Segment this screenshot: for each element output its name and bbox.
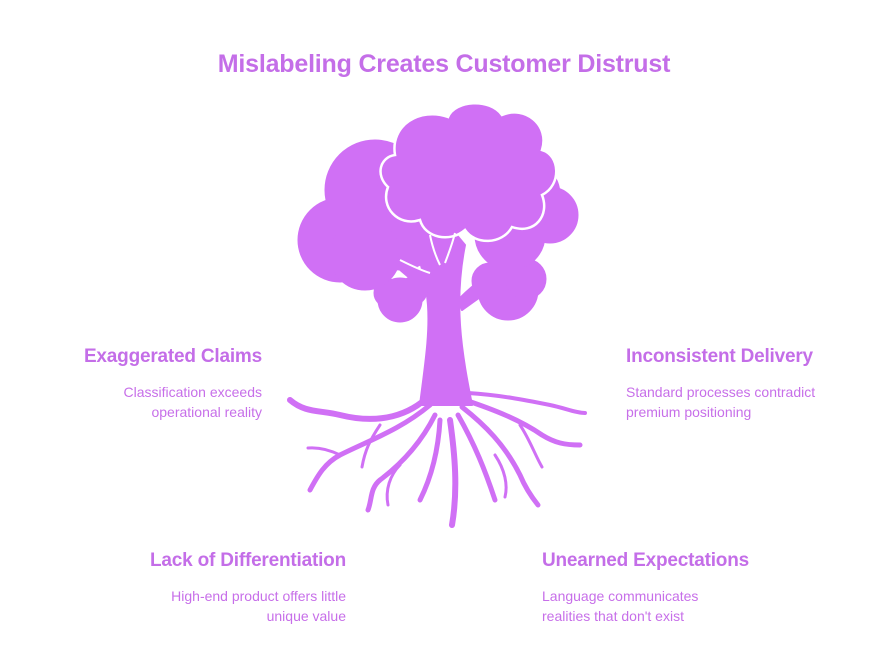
item-description: Classification exceeds operational reali… — [22, 382, 262, 422]
item-description-line: realities that don't exist — [542, 608, 684, 624]
item-exaggerated-claims: Exaggerated Claims Classification exceed… — [22, 346, 262, 422]
item-description-line: premium positioning — [626, 404, 752, 420]
tree-with-roots-icon — [280, 95, 610, 535]
item-description: Standard processes contradict premium po… — [626, 382, 876, 422]
item-description-line: High-end product offers little — [171, 588, 346, 604]
item-description: High-end product offers little unique va… — [106, 586, 346, 626]
item-description-line: operational reality — [151, 404, 262, 420]
page-title: Mislabeling Creates Customer Distrust — [217, 50, 671, 78]
item-description-line: Standard processes contradict — [626, 384, 816, 400]
item-lack-of-differentiation: Lack of Differentiation High-end product… — [106, 550, 346, 626]
item-heading: Lack of Differentiation — [150, 550, 346, 571]
item-heading: Unearned Expectations — [542, 550, 749, 571]
item-description: Language communicates realities that don… — [542, 586, 802, 626]
item-description-line: Classification exceeds — [123, 384, 262, 400]
item-description-line: unique value — [266, 608, 346, 624]
item-unearned-expectations: Unearned Expectations Language communica… — [542, 550, 802, 626]
item-heading: Inconsistent Delivery — [626, 346, 813, 367]
item-description-line: Language communicates — [542, 588, 699, 604]
item-inconsistent-delivery: Inconsistent Delivery Standard processes… — [626, 346, 876, 422]
item-heading: Exaggerated Claims — [83, 346, 262, 367]
